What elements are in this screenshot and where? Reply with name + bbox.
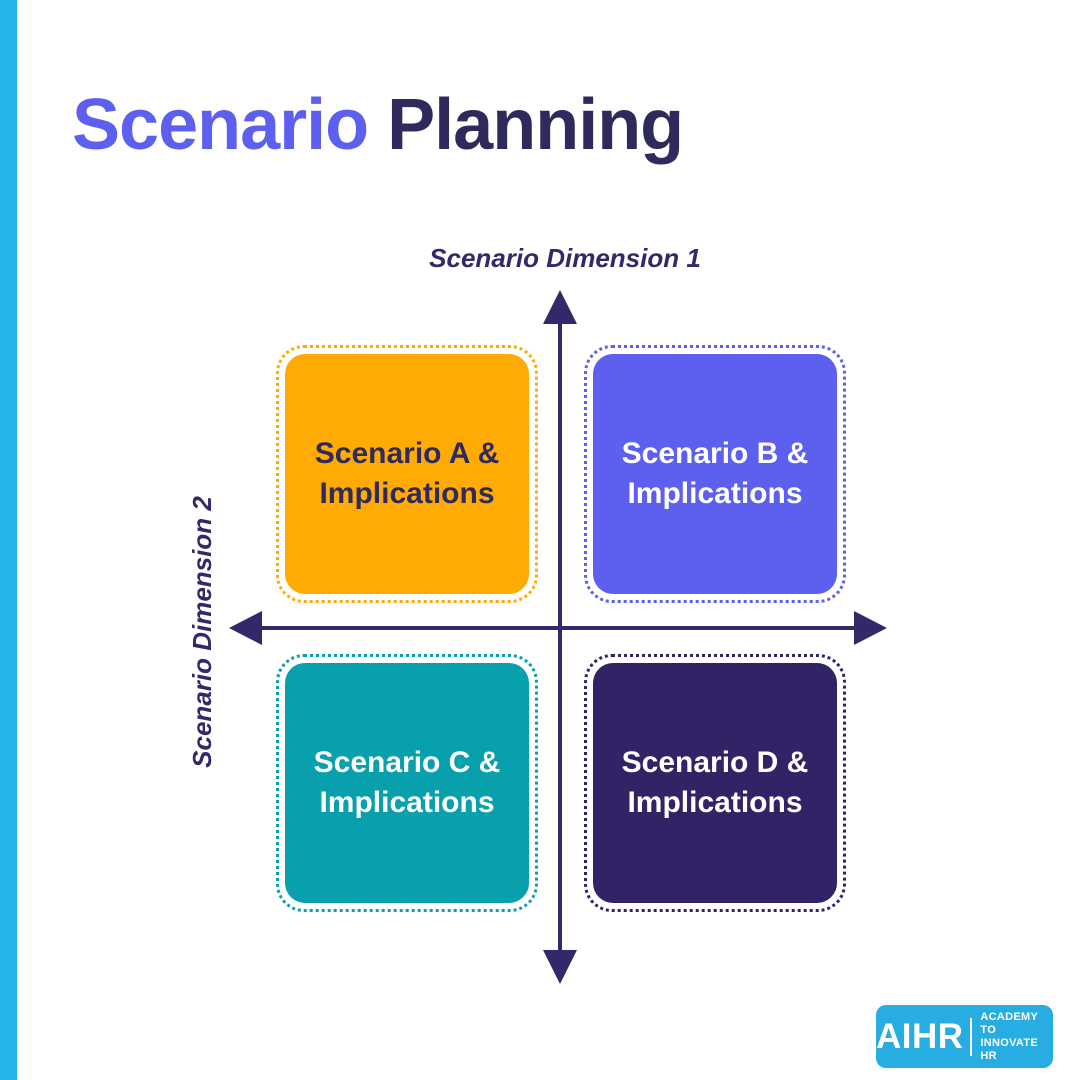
axis-label-dimension-2: Scenario Dimension 2: [187, 496, 217, 768]
quadrant-d-label-line1: Scenario D &: [621, 746, 809, 779]
quadrant-a-label-line2: Implications: [319, 477, 495, 510]
aihr-logo-divider: [969, 1017, 973, 1056]
quadrant-d-label-line2: Implications: [627, 786, 803, 819]
quadrant-scenario-a-card: Scenario A & Implications: [285, 354, 529, 594]
arrow-right-icon: [854, 611, 887, 645]
quadrant-scenario-c: Scenario C & Implications: [276, 654, 538, 912]
page-title-rest: Planning: [387, 85, 684, 165]
aihr-logo-tagline-line1: ACADEMY TO: [980, 1010, 1038, 1036]
page-title-highlight: Scenario: [72, 85, 369, 165]
vertical-axis-line: [558, 318, 562, 952]
quadrant-c-label-line1: Scenario C &: [313, 746, 501, 779]
quadrant-scenario-b: Scenario B & Implications: [584, 345, 846, 603]
quadrant-b-label-line1: Scenario B &: [621, 437, 809, 470]
quadrant-scenario-b-card: Scenario B & Implications: [593, 354, 837, 594]
quadrant-scenario-c-card: Scenario C & Implications: [285, 663, 529, 903]
horizontal-axis-line: [258, 626, 858, 630]
arrow-up-icon: [543, 290, 577, 324]
aihr-logo-tagline: ACADEMY TO INNOVATE HR: [980, 1011, 1053, 1063]
left-accent-stripe: [0, 0, 17, 1080]
page-title-space: [368, 85, 387, 165]
quadrant-scenario-d-card: Scenario D & Implications: [593, 663, 837, 903]
quadrant-a-label-line1: Scenario A &: [314, 437, 500, 470]
aihr-logo: AIHR ACADEMY TO INNOVATE HR: [876, 1005, 1053, 1068]
quadrant-c-label-line2: Implications: [319, 786, 495, 819]
aihr-logo-tagline-line2: INNOVATE HR: [980, 1036, 1038, 1062]
axis-label-dimension-1: Scenario Dimension 1: [429, 243, 701, 273]
quadrant-b-label-line2: Implications: [627, 477, 803, 510]
arrow-left-icon: [229, 611, 262, 645]
arrow-down-icon: [543, 950, 577, 984]
aihr-logo-wordmark: AIHR: [876, 1016, 964, 1056]
quadrant-scenario-d: Scenario D & Implications: [584, 654, 846, 912]
quadrant-scenario-a: Scenario A & Implications: [276, 345, 538, 603]
page-title: Scenario Planning: [72, 84, 684, 166]
